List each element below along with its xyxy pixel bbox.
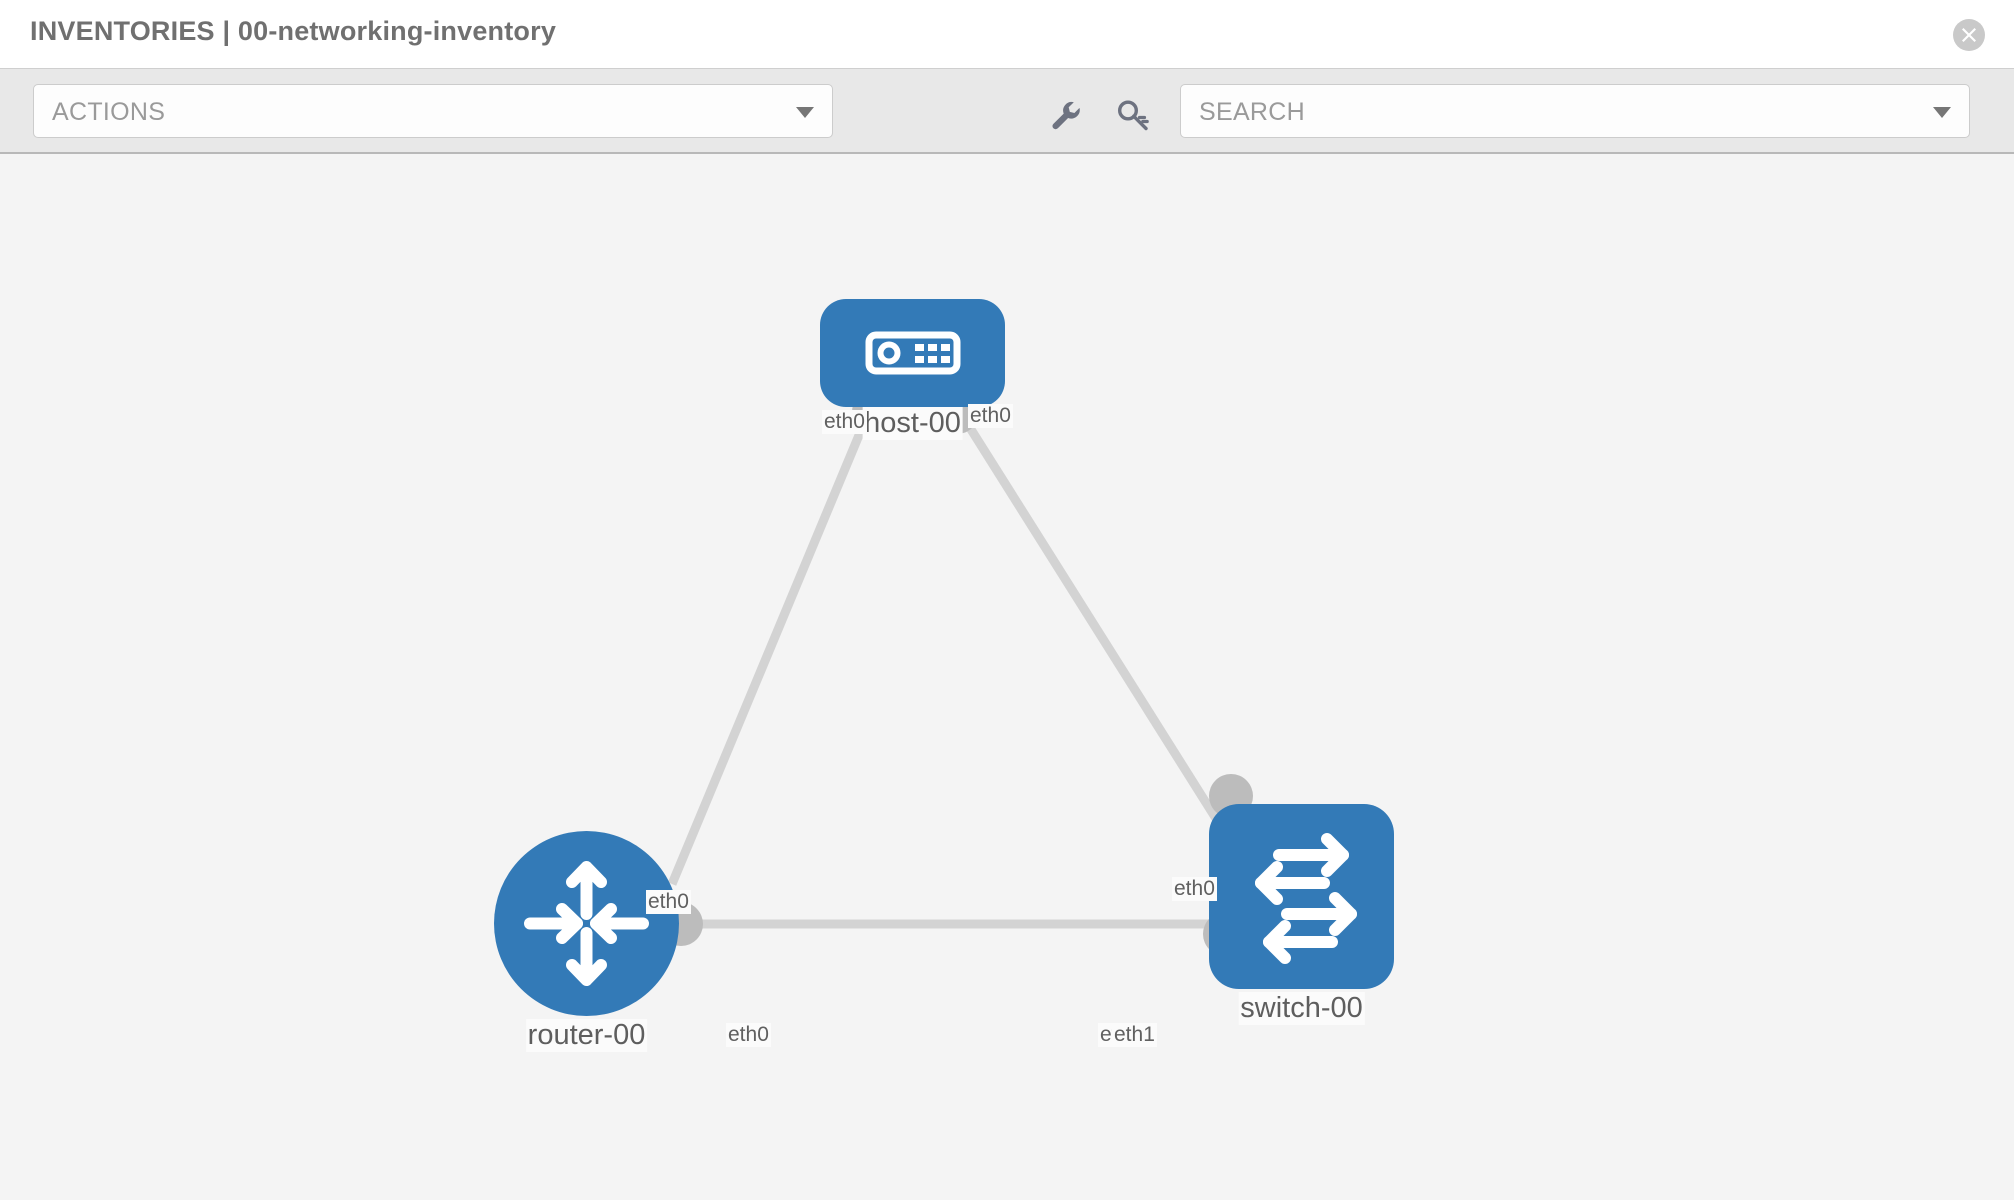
close-icon[interactable]	[1953, 19, 1985, 51]
node-host-00[interactable]: host-00	[820, 299, 1005, 440]
node-label-switch-00: switch-00	[1238, 992, 1365, 1025]
node-label-router-00: router-00	[525, 1019, 648, 1052]
topology-links	[667, 401, 1236, 929]
topology-canvas[interactable]: host-00	[0, 154, 2014, 1200]
search-input[interactable]: SEARCH	[1180, 84, 1970, 138]
toolbar: ACTIONS SEARCH	[0, 68, 2014, 154]
chevron-down-icon	[796, 107, 814, 118]
iface-label-router-up: eth0	[646, 890, 691, 914]
switch-arrows-icon	[1255, 833, 1357, 964]
node-router-shape[interactable]	[494, 831, 679, 1016]
link-host-router[interactable]	[667, 402, 877, 886]
node-switch-00[interactable]: switch-00	[1209, 804, 1394, 1025]
server-icon	[865, 331, 961, 375]
node-label-host-00: host-00	[862, 407, 963, 440]
node-host-shape[interactable]	[820, 299, 1005, 407]
search-placeholder: SEARCH	[1199, 98, 1305, 126]
key-icon[interactable]	[1113, 95, 1153, 135]
iface-label-router-right: eth0	[726, 1023, 771, 1047]
chevron-down-icon[interactable]	[1933, 107, 1951, 118]
node-router-00[interactable]: router-00	[494, 831, 679, 1052]
router-arrows-icon	[524, 861, 649, 986]
page-title: INVENTORIES | 00-networking-inventory	[30, 16, 557, 46]
actions-dropdown[interactable]: ACTIONS	[33, 84, 833, 138]
link-host-switch[interactable]	[951, 401, 1236, 847]
wrench-icon[interactable]	[1045, 95, 1085, 135]
iface-label-switch-left: eth1	[1112, 1023, 1157, 1047]
iface-label-host-right: eth0	[968, 404, 1013, 428]
node-switch-shape[interactable]	[1209, 804, 1394, 989]
iface-label-host-left: eth0	[822, 410, 867, 434]
actions-dropdown-label: ACTIONS	[52, 98, 166, 126]
iface-label-switch-up: eth0	[1172, 877, 1217, 901]
window-header: INVENTORIES | 00-networking-inventory	[0, 0, 2014, 68]
